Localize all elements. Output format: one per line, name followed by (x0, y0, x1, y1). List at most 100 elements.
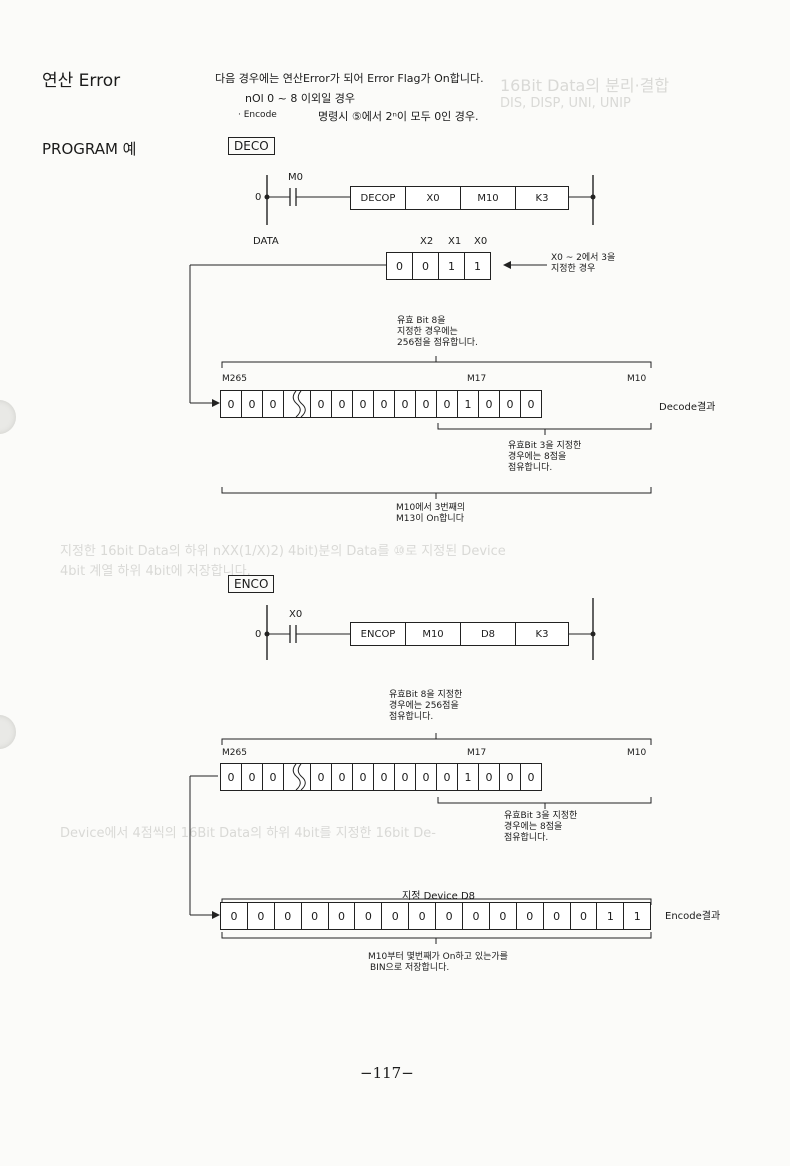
enco-rung-number: 0 (255, 629, 262, 640)
bit-cell: 0 (416, 391, 437, 417)
error-description: 다음 경우에는 연산Error가 되어 Error Flag가 On합니다. (215, 72, 484, 85)
bit-cell: 0 (436, 903, 464, 929)
error-condition-2: 명령시 ⑤에서 2ⁿ이 모두 0인 경우. (318, 110, 479, 123)
deco-instruction-box: DECOP X0 M10 K3 (350, 186, 569, 210)
bit-cell: 0 (500, 764, 521, 790)
bit-cell: 0 (409, 903, 437, 929)
bit-cell: 0 (221, 903, 248, 929)
bit-cell: 0 (353, 764, 374, 790)
bit-cell: 0 (332, 391, 353, 417)
bit-cell: 0 (544, 903, 571, 929)
decode-result-label: Decode결과 (659, 402, 716, 413)
encode-result-label: Encode결과 (665, 911, 721, 922)
instruction-n: K3 (535, 192, 549, 204)
deco-bit3-note: 유효Bit 3을 지정한 경우에는 8점을 점유합니다. (508, 441, 582, 473)
ghost-text: 16Bit Data의 분리·결합 (500, 76, 670, 95)
bit-cell: 0 (437, 764, 458, 790)
instruction-source: M10 (406, 623, 461, 645)
deco-reg-right-label: M10 (627, 374, 647, 384)
bit-cell: 0 (395, 391, 416, 417)
enco-contact-label: X0 (289, 609, 303, 620)
instruction-n: K3 (535, 628, 549, 640)
bit-cell: 0 (248, 903, 275, 929)
error-condition-1: nOl 0 ~ 8 이외일 경우 (245, 92, 355, 105)
enco-reg-right-label: M10 (627, 748, 647, 758)
register-break (284, 391, 311, 417)
bit-cell: 0 (416, 764, 437, 790)
bit-cell: 1 (458, 764, 479, 790)
input-header-x0: X0 (474, 236, 488, 247)
deco-contact-label: M0 (288, 172, 303, 183)
bit-cell: 0 (332, 764, 353, 790)
input-header-x1: X1 (448, 236, 462, 247)
deco-input-register: 0 0 1 1 (386, 252, 491, 280)
bit-cell: 0 (374, 391, 395, 417)
bit-cell: 0 (311, 764, 332, 790)
bit-cell: 0 (463, 903, 490, 929)
ghost-text: Device에서 4점씩의 16Bit Data의 하위 4bit를 지정한 1… (60, 826, 436, 841)
input-note: X0 ~ 2에서 3을 지정한 경우 (551, 253, 616, 274)
bit-cell: 0 (275, 903, 302, 929)
section-title: 연산 Error (42, 71, 121, 91)
deco-reg-left-label: M265 (222, 374, 247, 384)
bit-cell: 0 (437, 391, 458, 417)
bit-cell: 0 (490, 903, 517, 929)
enco-bit8-note: 유효Bit 8을 지정한 경우에는 256점을 점유합니다. (389, 690, 463, 722)
bit-cell: 0 (302, 903, 329, 929)
bit-cell: 0 (353, 391, 374, 417)
bit-cell: 0 (263, 391, 284, 417)
deco-output-register: 0 0 0 0 0 0 0 0 0 0 1 0 0 0 (220, 390, 542, 418)
bit-cell: 0 (517, 903, 544, 929)
instruction-op: ENCOP (351, 623, 406, 645)
bit-cell: 0 (355, 903, 383, 929)
bit-cell: 0 (527, 397, 535, 411)
bit-cell: 0 (242, 764, 263, 790)
bit-cell: 1 (597, 903, 625, 929)
input-bit: 0 (413, 253, 439, 279)
input-bit: 0 (387, 253, 413, 279)
bit-cell: 0 (395, 764, 416, 790)
bit-cell: 0 (374, 764, 395, 790)
input-bit: 1 (474, 259, 481, 273)
bit-cell: 0 (221, 391, 242, 417)
ghost-text: DIS, DISP, UNI, UNIP (500, 96, 631, 111)
bit-cell: 0 (571, 903, 598, 929)
deco-rung-number: 0 (255, 192, 262, 203)
enco-source-register: 0 0 0 0 0 0 0 0 0 0 1 0 0 0 (220, 763, 542, 791)
deco-tag: DECO (228, 137, 275, 155)
program-label: PROGRAM 예 (42, 140, 137, 158)
bit-cell: 1 (458, 391, 479, 417)
enco-reg-mid-label: M17 (467, 748, 487, 758)
enco-reg-left-label: M265 (222, 748, 247, 758)
enco-instruction-box: ENCOP M10 D8 K3 (350, 622, 569, 646)
input-header-x2: X2 (420, 236, 434, 247)
error-condition-2-label: · Encode (238, 110, 277, 120)
bit-cell: 0 (242, 391, 263, 417)
bit-cell: 0 (479, 391, 500, 417)
bit-cell: 0 (382, 903, 410, 929)
binder-hole (0, 400, 16, 434)
store-note: M10부터 몇번째가 On하고 있는가를 BIN으로 저장합니다. (368, 952, 508, 973)
deco-reg-mid-label: M17 (467, 374, 487, 384)
instruction-source: X0 (406, 187, 461, 209)
deco-bit8-note: 유효 Bit 8을 지정한 경우에는 256점을 점유합니다. (397, 316, 478, 348)
bit-cell: 0 (527, 770, 535, 784)
bit-cell: 0 (311, 391, 332, 417)
instruction-op: DECOP (351, 187, 406, 209)
bit-cell: 0 (263, 764, 284, 790)
enco-tag: ENCO (228, 575, 275, 593)
enco-bit3-note: 유효Bit 3을 지정한 경우에는 8점을 점유합니다. (504, 811, 578, 843)
d8-register: 0 0 0 0 0 0 0 0 0 0 0 0 0 0 1 1 (220, 902, 652, 930)
instruction-dest: M10 (461, 187, 516, 209)
dest-device-label: 지정 Device D8 (402, 891, 476, 902)
m13-note: M10에서 3번째의 M13이 On합니다 (396, 503, 466, 524)
bit-cell: 0 (221, 764, 242, 790)
register-break (284, 764, 311, 790)
bit-cell: 1 (633, 909, 641, 923)
ghost-text: 4bit 계열 하위 4bit에 저장합니다. (60, 564, 251, 579)
binder-hole (0, 715, 16, 749)
page-number: −117− (360, 1064, 414, 1082)
ghost-text: 지정한 16bit Data의 하위 nXX(1/X)2) 4bit)분의 Da… (60, 544, 506, 559)
data-label: DATA (253, 236, 279, 247)
